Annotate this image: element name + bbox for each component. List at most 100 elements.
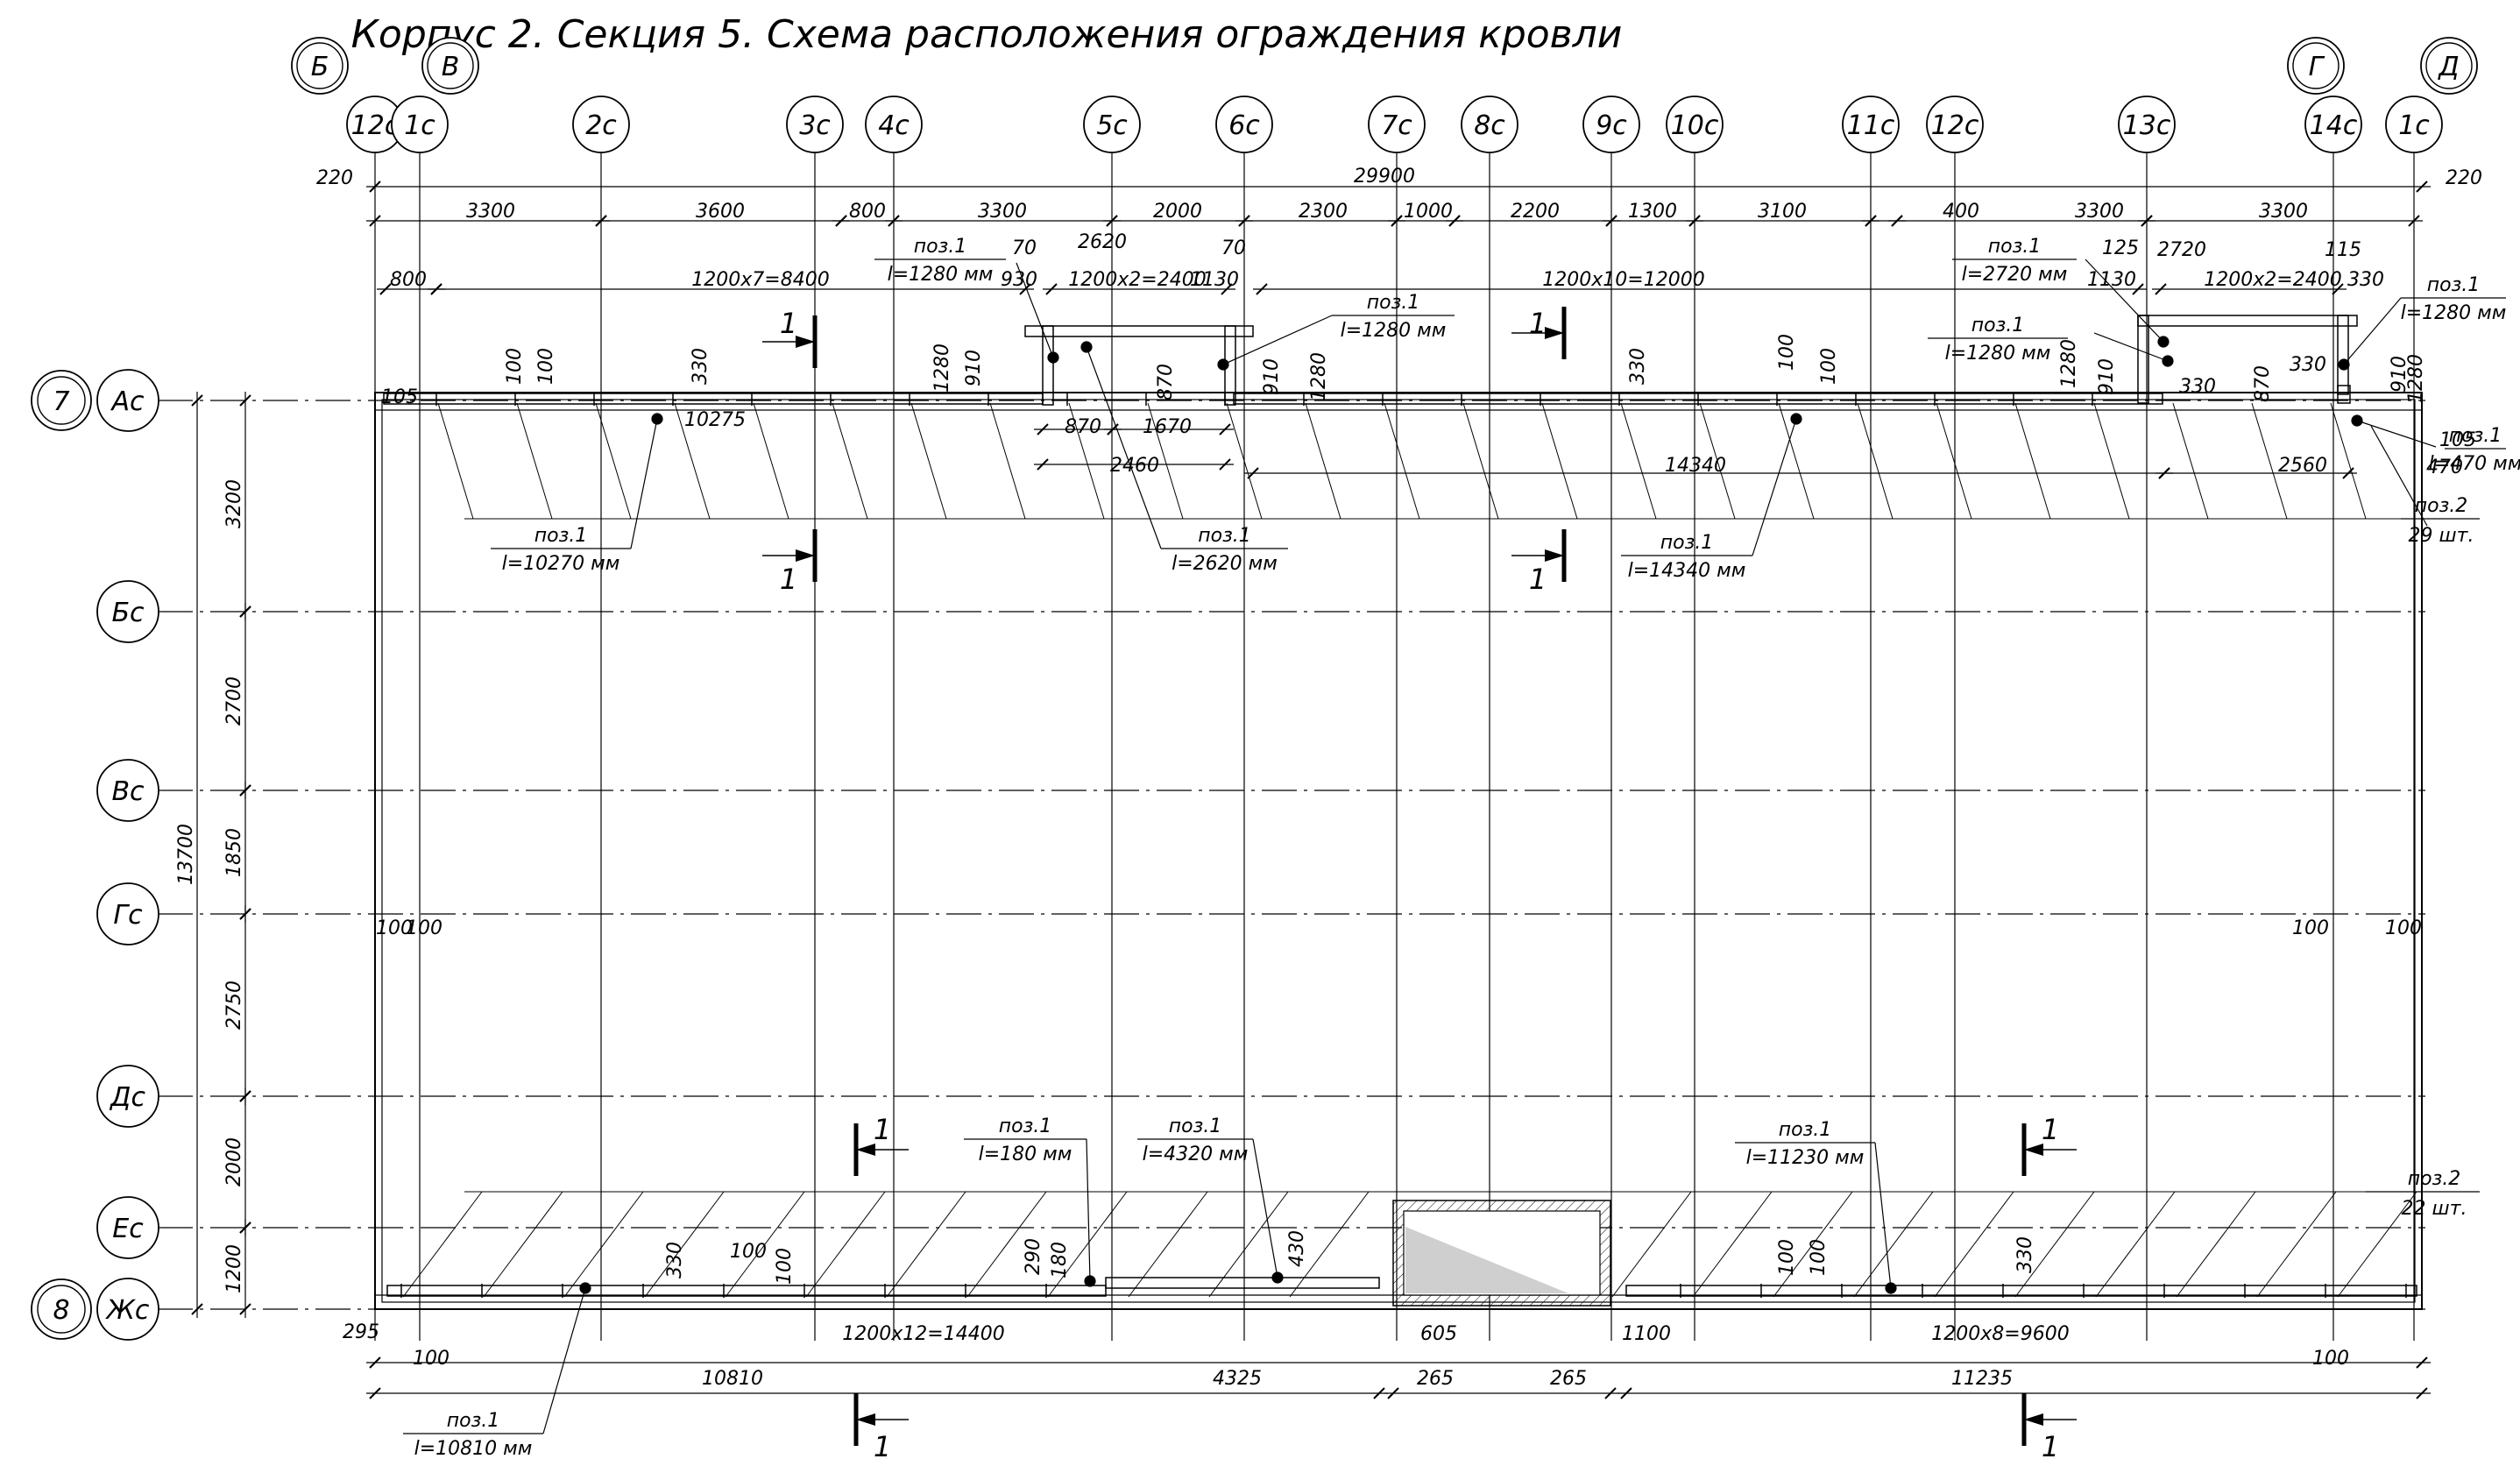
row-axis-bubble xyxy=(96,369,159,432)
row-axis-bubble xyxy=(96,759,159,822)
dimension-value: 70 xyxy=(1221,237,1246,259)
diagonal-brace xyxy=(1541,402,1578,520)
dimension-tick xyxy=(1865,215,1877,227)
diagonal-brace xyxy=(910,402,947,520)
diagonal-brace xyxy=(2014,402,2051,520)
callout-length: l=10270 мм xyxy=(502,553,620,575)
diagonal-brace xyxy=(2256,1191,2337,1298)
dimension-value: 930 xyxy=(1001,269,1037,291)
diagonal-brace xyxy=(1462,402,1499,520)
leader-line xyxy=(542,1287,586,1434)
dimension-tick xyxy=(1387,1387,1399,1399)
dimension-value: 1100 xyxy=(1622,1323,1671,1345)
callout-position: поз.2 xyxy=(2408,1168,2461,1190)
callout-position: поз.1 xyxy=(2449,425,2502,447)
dimension-tick xyxy=(2416,1356,2428,1369)
callout-position: поз.1 xyxy=(1971,315,2025,336)
leader-line xyxy=(630,418,658,549)
top-row-dimension: 3100 xyxy=(1758,201,1807,223)
diagonal-brace xyxy=(1047,1191,1128,1298)
grid-lines xyxy=(158,152,2425,1341)
dimension-value: 100 xyxy=(1776,1239,1798,1276)
dimension-value: 100 xyxy=(2385,917,2422,939)
row-axis-bubble xyxy=(96,1065,159,1128)
dimension-value: 115 xyxy=(2325,239,2361,261)
dimension-tick xyxy=(239,1222,251,1234)
top-row-dimension: 3300 xyxy=(466,201,515,223)
leader-dot xyxy=(1271,1271,1284,1284)
dimension-tick xyxy=(239,606,251,618)
callout-quantity: 29 шт. xyxy=(2409,525,2474,547)
dimension-tick xyxy=(430,283,442,295)
dimension-value: 1670 xyxy=(1143,416,1192,438)
dimension-tick xyxy=(369,1356,381,1369)
callout-position: поз.1 xyxy=(1367,292,1420,314)
dimension-tick xyxy=(1219,423,1231,436)
section-label: 1 xyxy=(2042,1430,2059,1463)
diagonal-brace xyxy=(1857,402,1894,520)
column-axis-label: 1с xyxy=(2398,110,2430,141)
diagonal-brace xyxy=(595,402,632,520)
column-axis-label: 10с xyxy=(1671,110,1719,141)
dimension-value: 1280 xyxy=(1308,352,1330,401)
diagonal-brace xyxy=(563,1191,644,1298)
dimension-tick xyxy=(369,215,381,227)
column-axis-bubble xyxy=(2118,96,2176,153)
dimension-value: 14340 xyxy=(1665,455,1726,477)
section-label: 1 xyxy=(874,1430,891,1463)
dimension-tick xyxy=(1107,423,1119,436)
column-axis-bubble xyxy=(1582,96,1640,153)
row-axis-label: Ас xyxy=(110,386,145,417)
top-row-dimension: 2000 xyxy=(1153,201,1202,223)
section-arrow-head xyxy=(2024,1144,2043,1156)
dimension-value: 11235 xyxy=(1951,1368,2013,1390)
callout-position: поз.1 xyxy=(999,1115,1052,1137)
dimension-tick xyxy=(2408,215,2420,227)
leader-line xyxy=(1016,262,1054,358)
callout-length: l=4320 мм xyxy=(1143,1144,1249,1165)
dimension-value: 330 xyxy=(1627,348,1649,385)
building-axis-label: Г xyxy=(2309,52,2325,82)
leader-line xyxy=(1222,315,1333,365)
diagonal-brace xyxy=(753,402,789,520)
dimension-value: 265 xyxy=(1417,1368,1454,1390)
leader-line xyxy=(1252,1138,1278,1278)
section-label: 1 xyxy=(780,307,797,340)
diagonal-brace xyxy=(966,1191,1047,1298)
dimension-value: 2560 xyxy=(2278,455,2327,477)
dimension-tick xyxy=(239,1090,251,1102)
section-arrow-head xyxy=(796,336,815,348)
section-axis-bubble xyxy=(31,370,92,431)
column-axis-label: 9с xyxy=(1596,110,1627,141)
section-label: 1 xyxy=(1529,307,1547,340)
diagonal-brace xyxy=(1692,1191,1773,1298)
leader-line xyxy=(1086,1138,1091,1282)
dimension-value: 870 xyxy=(1155,364,1177,400)
dimension-tick xyxy=(1037,423,1049,436)
column-axis-label: 8с xyxy=(1474,110,1505,141)
dimension-tick xyxy=(1891,215,1903,227)
dimension-value: 1200х8=9600 xyxy=(1931,1323,2069,1345)
callout-quantity: 22 шт. xyxy=(2402,1198,2467,1220)
dimension-value: 330 xyxy=(2179,376,2216,398)
dimension-value: 1280 xyxy=(2058,339,2080,388)
dimension-value: 1130 xyxy=(1190,269,1239,291)
dimension-value: 330 xyxy=(664,1242,686,1278)
diagonal-brace xyxy=(674,402,711,520)
building-axis-label: Б xyxy=(311,52,329,82)
dimension-value: 10810 xyxy=(702,1368,763,1390)
section-arrow-head xyxy=(856,1413,875,1426)
callout-length: l=2720 мм xyxy=(1962,264,2068,286)
dimension-value: 70 xyxy=(1012,237,1037,259)
dimension-value: 100 xyxy=(774,1248,796,1285)
dimension-tick xyxy=(369,181,381,193)
section-label: 1 xyxy=(780,563,797,596)
section-axis-bubble-inner xyxy=(37,1285,86,1334)
section-arrow-head xyxy=(2024,1413,2043,1426)
column-axis-bubble xyxy=(865,96,923,153)
dimension-tick xyxy=(2155,283,2167,295)
leader-line xyxy=(2356,420,2437,448)
column-axis-label: 14с xyxy=(2310,110,2358,141)
diagonal-braces-top xyxy=(437,402,2480,520)
